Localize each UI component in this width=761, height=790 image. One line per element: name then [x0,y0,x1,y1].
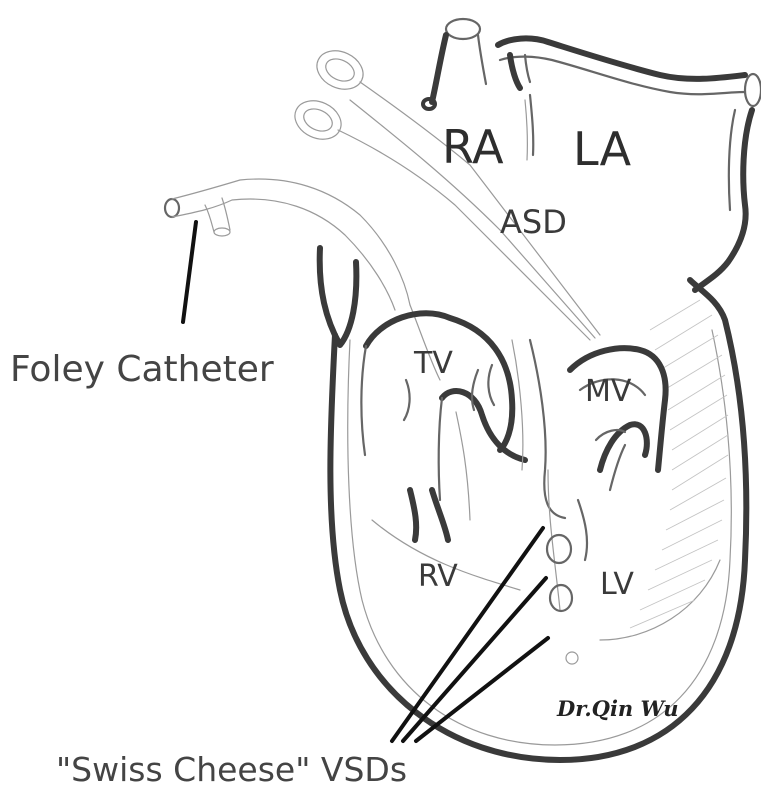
label-tv: TV [413,346,453,381]
label-asd: ASD [500,203,567,241]
pointer-lines [183,222,548,741]
vsd-holes [547,535,578,664]
heart-outline [330,280,746,760]
vsd-pointer-line-2 [403,578,546,741]
surgical-clamp [289,44,600,340]
label-ra: RA [442,120,504,174]
label-rv: RV [418,559,458,594]
label-lv: LV [600,567,634,602]
tricuspid-apparatus [320,248,525,540]
label-swiss-cheese-vsds: "Swiss Cheese" VSDs [56,750,407,785]
vsd-hole-2 [550,585,572,611]
label-foley-catheter: Foley Catheter [10,349,274,390]
vsd-hole-1 [547,535,571,563]
signature: Dr.Qin Wu [556,696,679,721]
vsd-pointer-line-1 [392,528,543,741]
foley-pointer-line [183,222,196,322]
label-la: LA [573,122,632,176]
label-mv: MV [585,374,632,409]
ventricular-septum [512,340,565,610]
vsd-hole-3 [566,652,578,664]
